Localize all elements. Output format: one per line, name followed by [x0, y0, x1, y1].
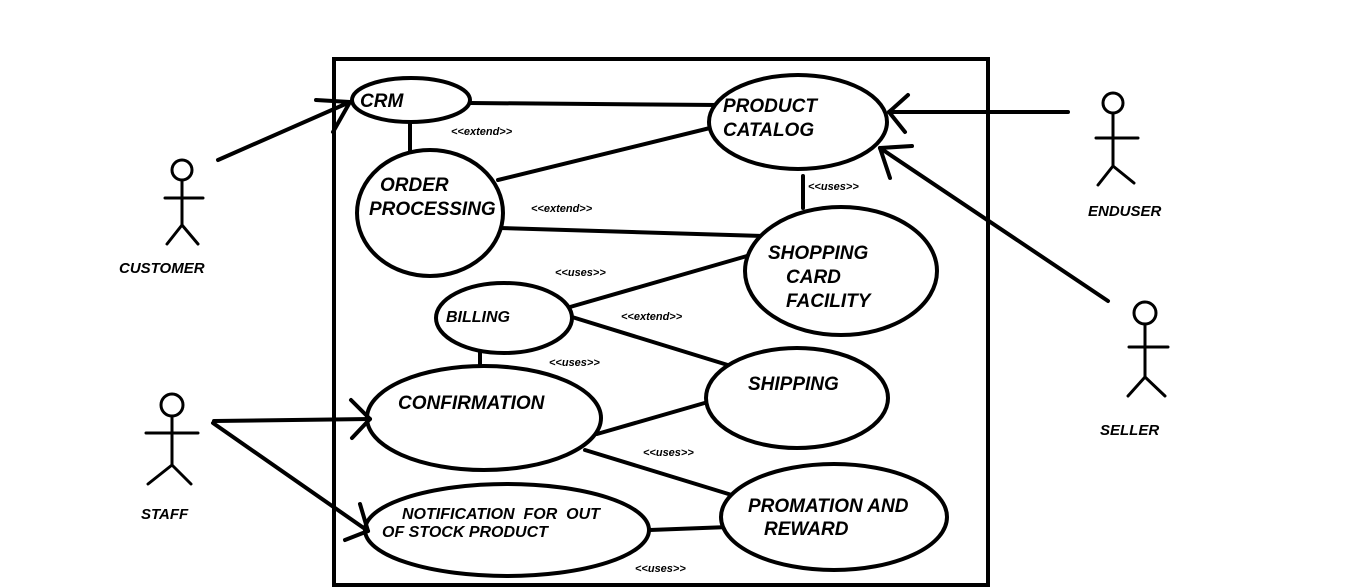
use-case-order-processing [355, 148, 505, 278]
stereotype-catalog-cart: <<uses>> [808, 181, 859, 193]
actor-customer [163, 158, 205, 246]
actor-enduser-label: ENDUSER [1088, 203, 1162, 220]
staff-confirmation-arrow [212, 398, 372, 440]
seller-catalog-arrow [878, 144, 1110, 303]
use-case-promotion-reward [719, 462, 949, 572]
stereotype-billing-confirmation: <<uses>> [549, 357, 600, 369]
promotion-label-line1: PROMATION AND [748, 496, 909, 517]
billing-label: BILLING [446, 309, 510, 326]
shipping-label: SHIPPING [748, 374, 839, 395]
staff-notification-arrow [211, 421, 370, 542]
stereotype-confirmation-promotion: <<uses>> [643, 447, 694, 459]
stereotype-cart-billing: <<uses>> [555, 267, 606, 279]
actor-seller-label: SELLER [1100, 422, 1159, 439]
enduser-catalog-arrow [887, 93, 1070, 134]
system-boundary [332, 57, 990, 587]
customer-crm-arrow [216, 98, 352, 162]
actor-staff [144, 392, 200, 486]
shopping-card-label-line2: CARD [786, 267, 841, 288]
use-case-product-catalog [707, 73, 889, 171]
stereotype-crm-catalog: <<extend>> [451, 126, 513, 138]
stereotype-notification-promotion: <<uses>> [635, 563, 686, 575]
actor-enduser [1094, 91, 1140, 187]
promotion-label-line2: REWARD [764, 519, 849, 540]
use-case-shopping-card-facility [743, 205, 939, 337]
use-case-billing [434, 281, 574, 355]
product-catalog-label-line2: CATALOG [723, 120, 814, 141]
use-case-confirmation [365, 364, 603, 472]
actor-seller [1126, 300, 1170, 398]
order-processing-label-line1: ORDER [380, 175, 449, 196]
stereotype-order-cart: <<extend>> [531, 203, 593, 215]
relation-lines [408, 101, 805, 532]
actor-customer-label: CUSTOMER [119, 260, 205, 277]
notification-label-line2: OF STOCK PRODUCT [382, 524, 549, 541]
confirmation-label: CONFIRMATION [398, 393, 546, 414]
use-case-crm [350, 76, 472, 124]
order-processing-label-line2: PROCESSING [369, 199, 496, 220]
notification-label-line1: NOTIFICATION FOR OUT [402, 506, 601, 523]
shopping-card-label-line3: FACILITY [786, 291, 873, 312]
product-catalog-label-line1: PRODUCT [723, 96, 818, 117]
stereotype-billing-shipping: <<extend>> [621, 311, 683, 323]
actor-staff-label: STAFF [141, 506, 189, 523]
crm-label: CRM [360, 91, 404, 112]
shopping-card-label-line1: SHOPPING [768, 243, 869, 264]
use-case-shipping [704, 346, 890, 450]
